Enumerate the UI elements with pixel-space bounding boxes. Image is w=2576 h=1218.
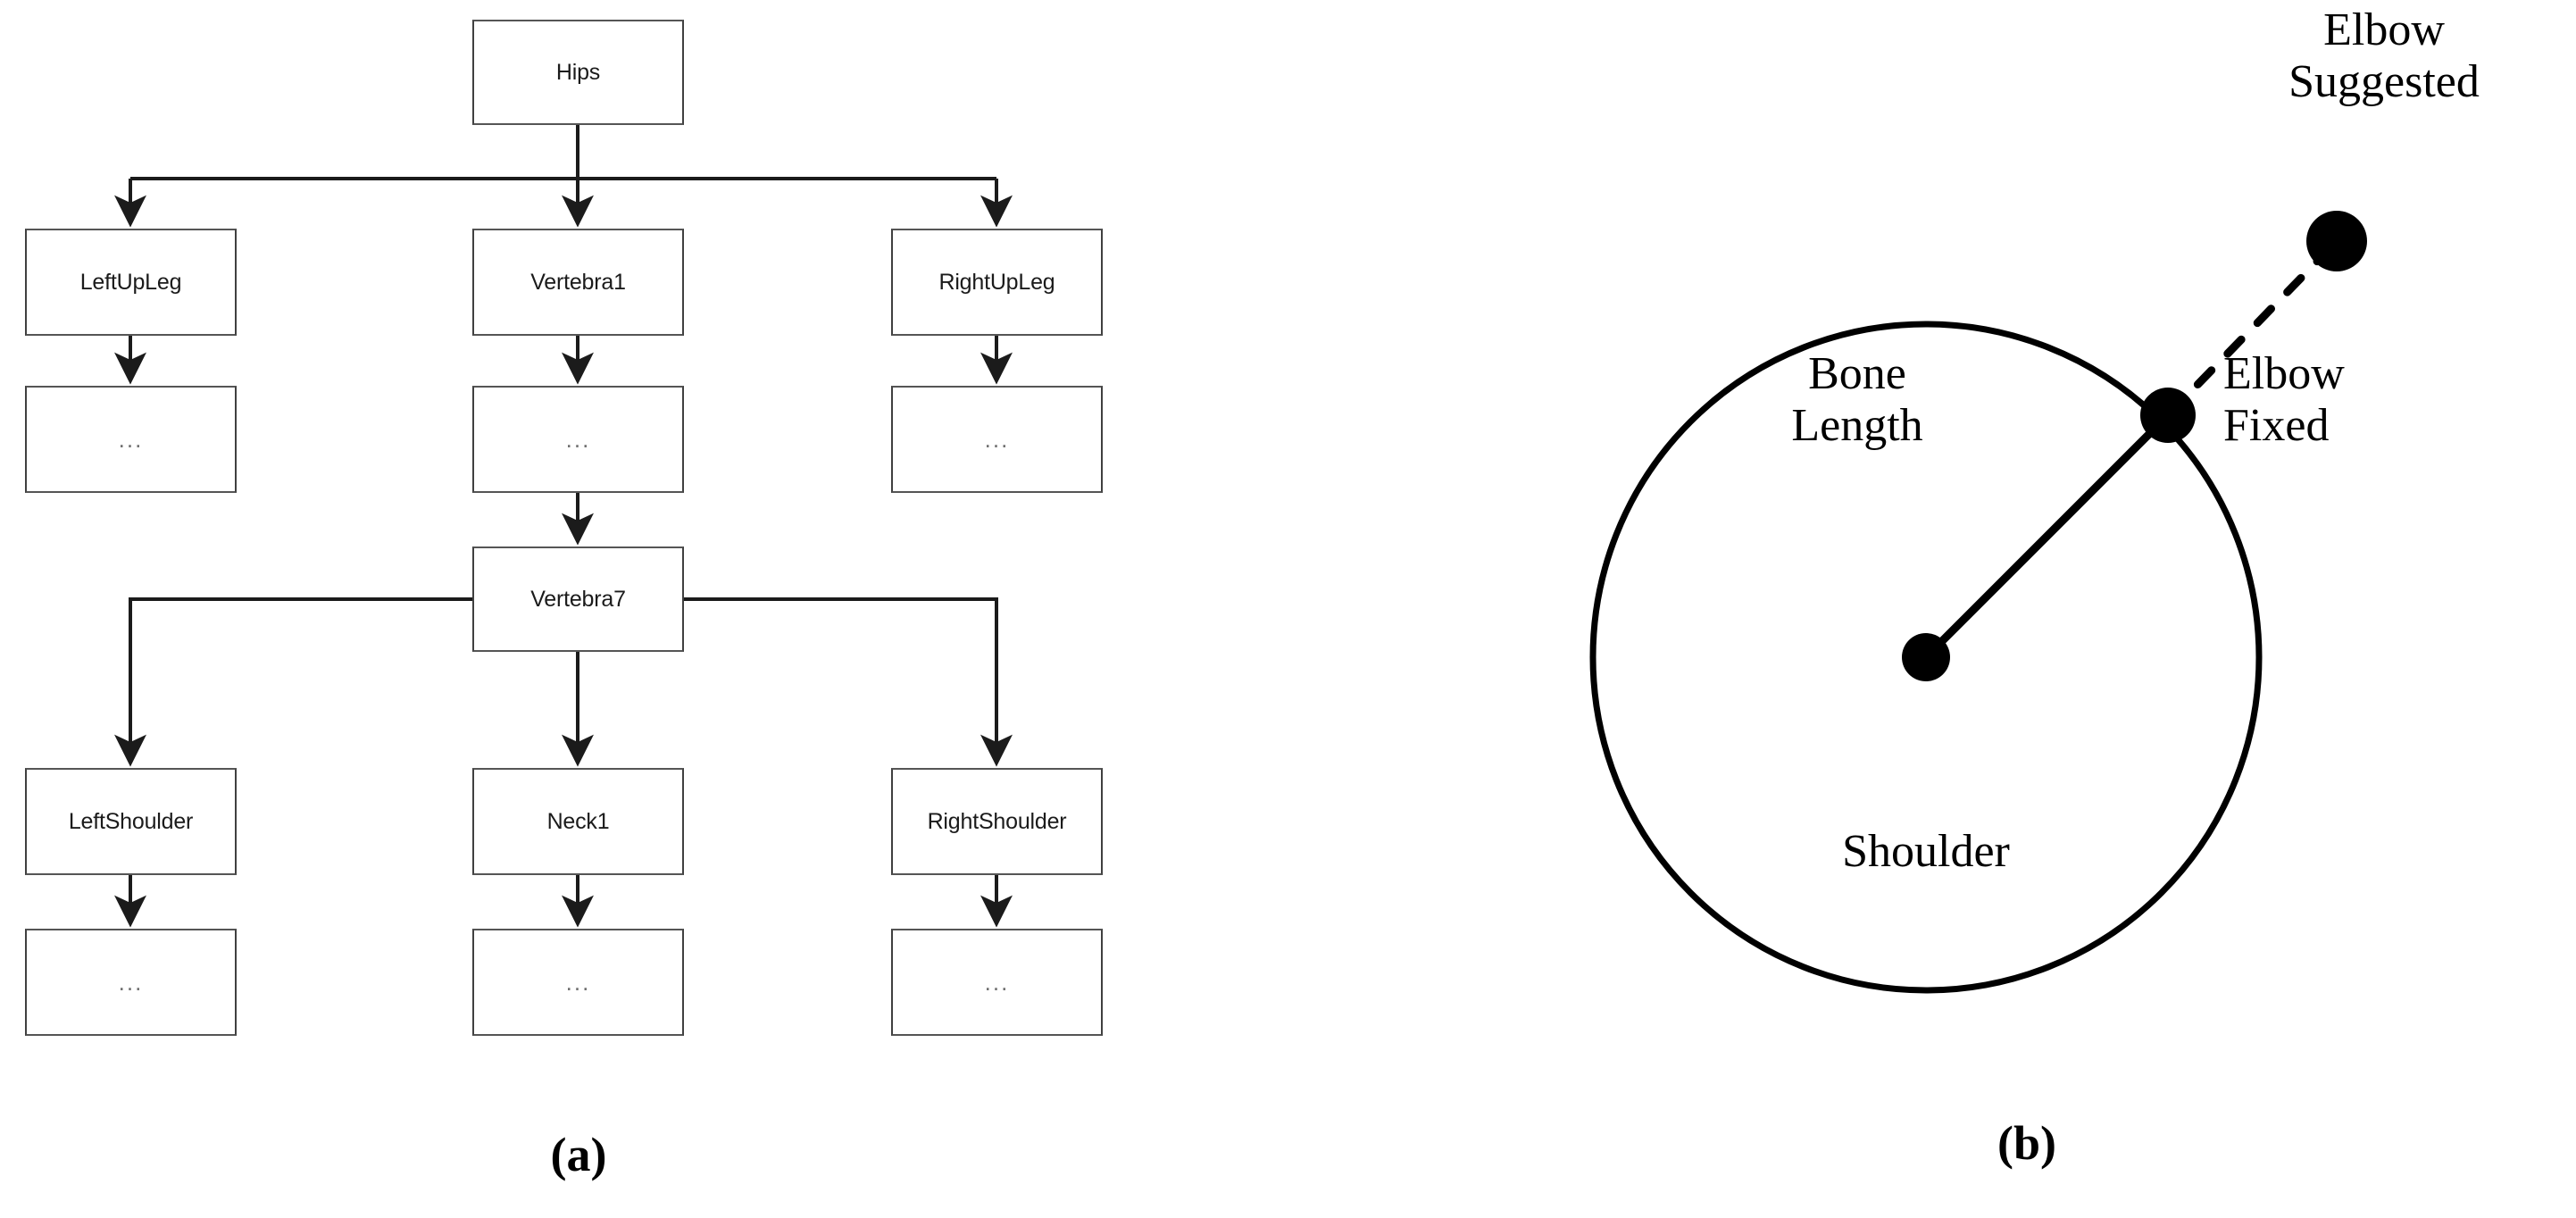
shoulder-joint-dot[interactable] [1902,633,1950,681]
label-bone-length: Bone Length [1791,348,1923,452]
node-center-ellipsis-2[interactable]: ... [472,929,684,1036]
node-hips[interactable]: Hips [472,20,684,125]
panel-a-caption: (a) [550,1128,607,1181]
edge-vertebra7-to-leftshoulder [114,597,472,767]
label-elbow-fixed: Elbow Fixed [2223,348,2345,452]
correction-segment-dashed [2163,237,2341,420]
elbow-fixed-joint-dot[interactable] [2140,388,2196,443]
elbow-suggested-joint-dot[interactable] [2306,211,2367,271]
node-center-ellipsis-1[interactable]: ... [472,386,684,493]
shoulder-reach-circle [1589,321,2263,994]
panel-b-geometry [1589,211,2367,994]
node-rightupleg[interactable]: RightUpLeg [891,229,1103,336]
edge-vertebra7-to-rightshoulder [683,597,1013,767]
label-elbow-suggested: Elbow Suggested [2288,4,2480,108]
node-vertebra7[interactable]: Vertebra7 [472,546,684,652]
node-left-ellipsis-2[interactable]: ... [25,929,237,1036]
node-vertebra1[interactable]: Vertebra1 [472,229,684,336]
node-rightshoulder[interactable]: RightShoulder [891,768,1103,875]
panel-b-caption: (b) [1997,1116,2056,1170]
panel-a-skeleton-hierarchy: Hips LeftUpLeg Vertebra1 RightUpLeg ... … [25,20,1103,1181]
panel-b-elbow-constraint: Elbow Suggested Elbow Fixed Bone Length … [1295,0,2576,1218]
node-right-ellipsis-2[interactable]: ... [891,929,1103,1036]
bone-length-segment [1922,411,2172,662]
node-neck1[interactable]: Neck1 [472,768,684,875]
label-shoulder: Shoulder [1842,826,2010,877]
node-leftshoulder[interactable]: LeftShoulder [25,768,237,875]
node-right-ellipsis-1[interactable]: ... [891,386,1103,493]
node-leftupleg[interactable]: LeftUpLeg [25,229,237,336]
node-left-ellipsis-1[interactable]: ... [25,386,237,493]
